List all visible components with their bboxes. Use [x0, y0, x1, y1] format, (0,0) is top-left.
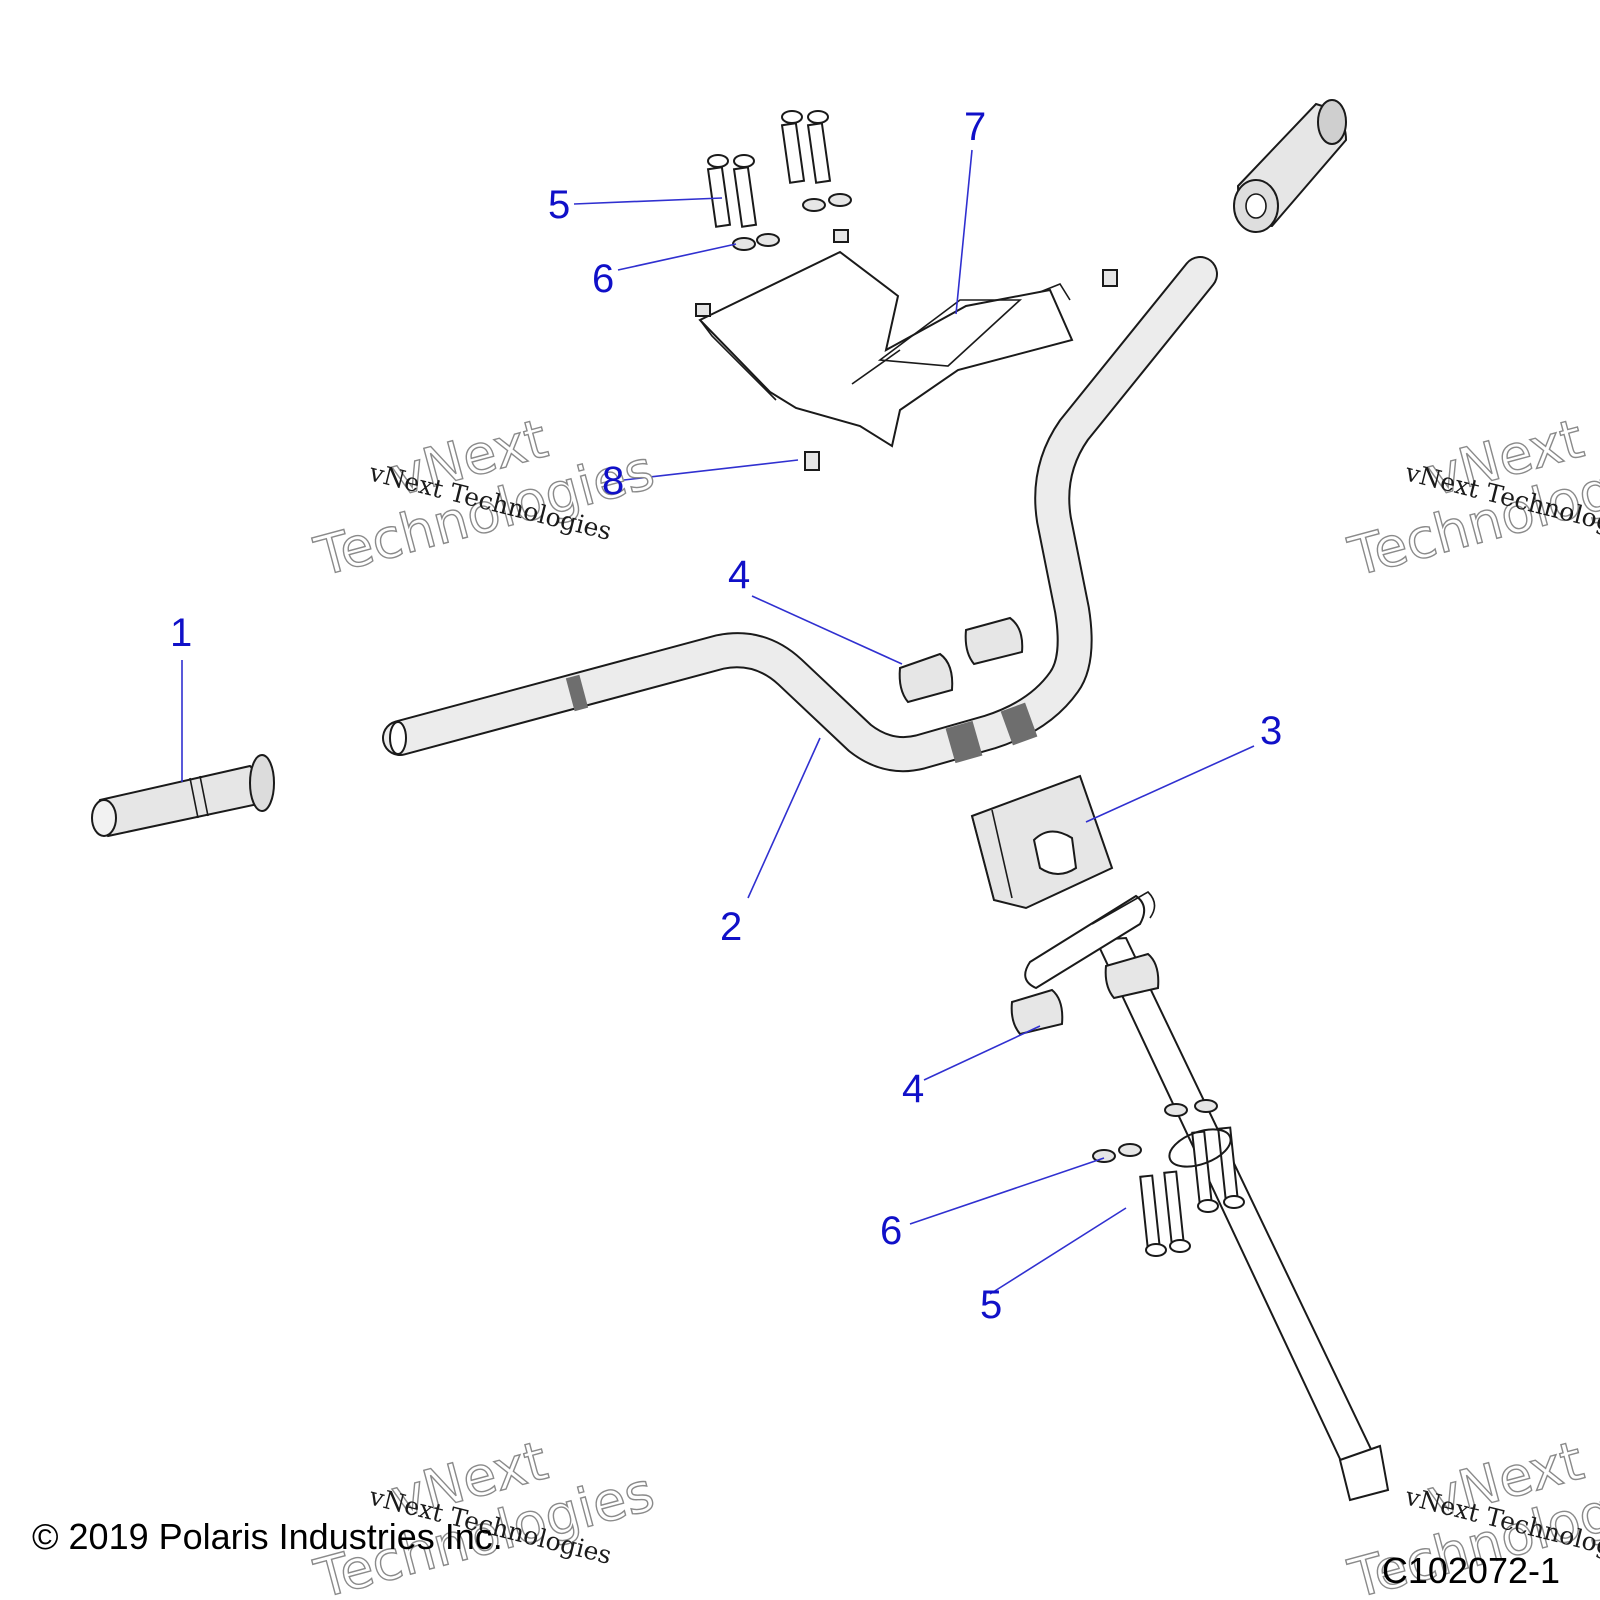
riser-clamp	[970, 774, 1114, 910]
left-grip	[91, 754, 275, 838]
callout-7: 7	[964, 105, 986, 149]
lower-clamp-caps	[1010, 952, 1160, 1036]
lower-bolts	[1139, 1126, 1245, 1257]
handlebar	[382, 256, 1218, 773]
leader-lines	[181, 149, 1255, 1295]
callout-1: 1	[170, 611, 192, 655]
callout-6-upper: 6	[592, 257, 614, 301]
callout-8: 8	[602, 459, 624, 503]
upper-clamp-caps	[898, 616, 1024, 704]
watermark-top-left: vNext Technologies vNext Technologies	[307, 406, 661, 589]
callout-2: 2	[720, 905, 742, 949]
figure-id: C102072-1	[1381, 1550, 1560, 1591]
upper-washers	[732, 193, 852, 251]
watermark-top-right: vNext Technologies vNext Technologies	[1341, 406, 1600, 589]
right-grip	[1233, 99, 1348, 233]
callout-labels: 1 2 3 4 4 5 5 6 6 7 8	[170, 105, 1282, 1327]
lower-washers	[1092, 1099, 1218, 1163]
callout-6-lower: 6	[880, 1209, 902, 1253]
copyright-notice: © 2019 Polaris Industries Inc.	[32, 1516, 503, 1557]
mounting-bracket	[695, 229, 1118, 471]
callout-4-upper: 4	[728, 553, 750, 597]
callout-5-upper: 5	[548, 183, 570, 227]
watermark-bottom-left: vNext Technologies vNext Technologies	[307, 1428, 661, 1600]
callout-4-lower: 4	[902, 1067, 924, 1111]
callout-3: 3	[1260, 709, 1282, 753]
callout-5-lower: 5	[980, 1283, 1002, 1327]
upper-bolts	[706, 110, 832, 228]
